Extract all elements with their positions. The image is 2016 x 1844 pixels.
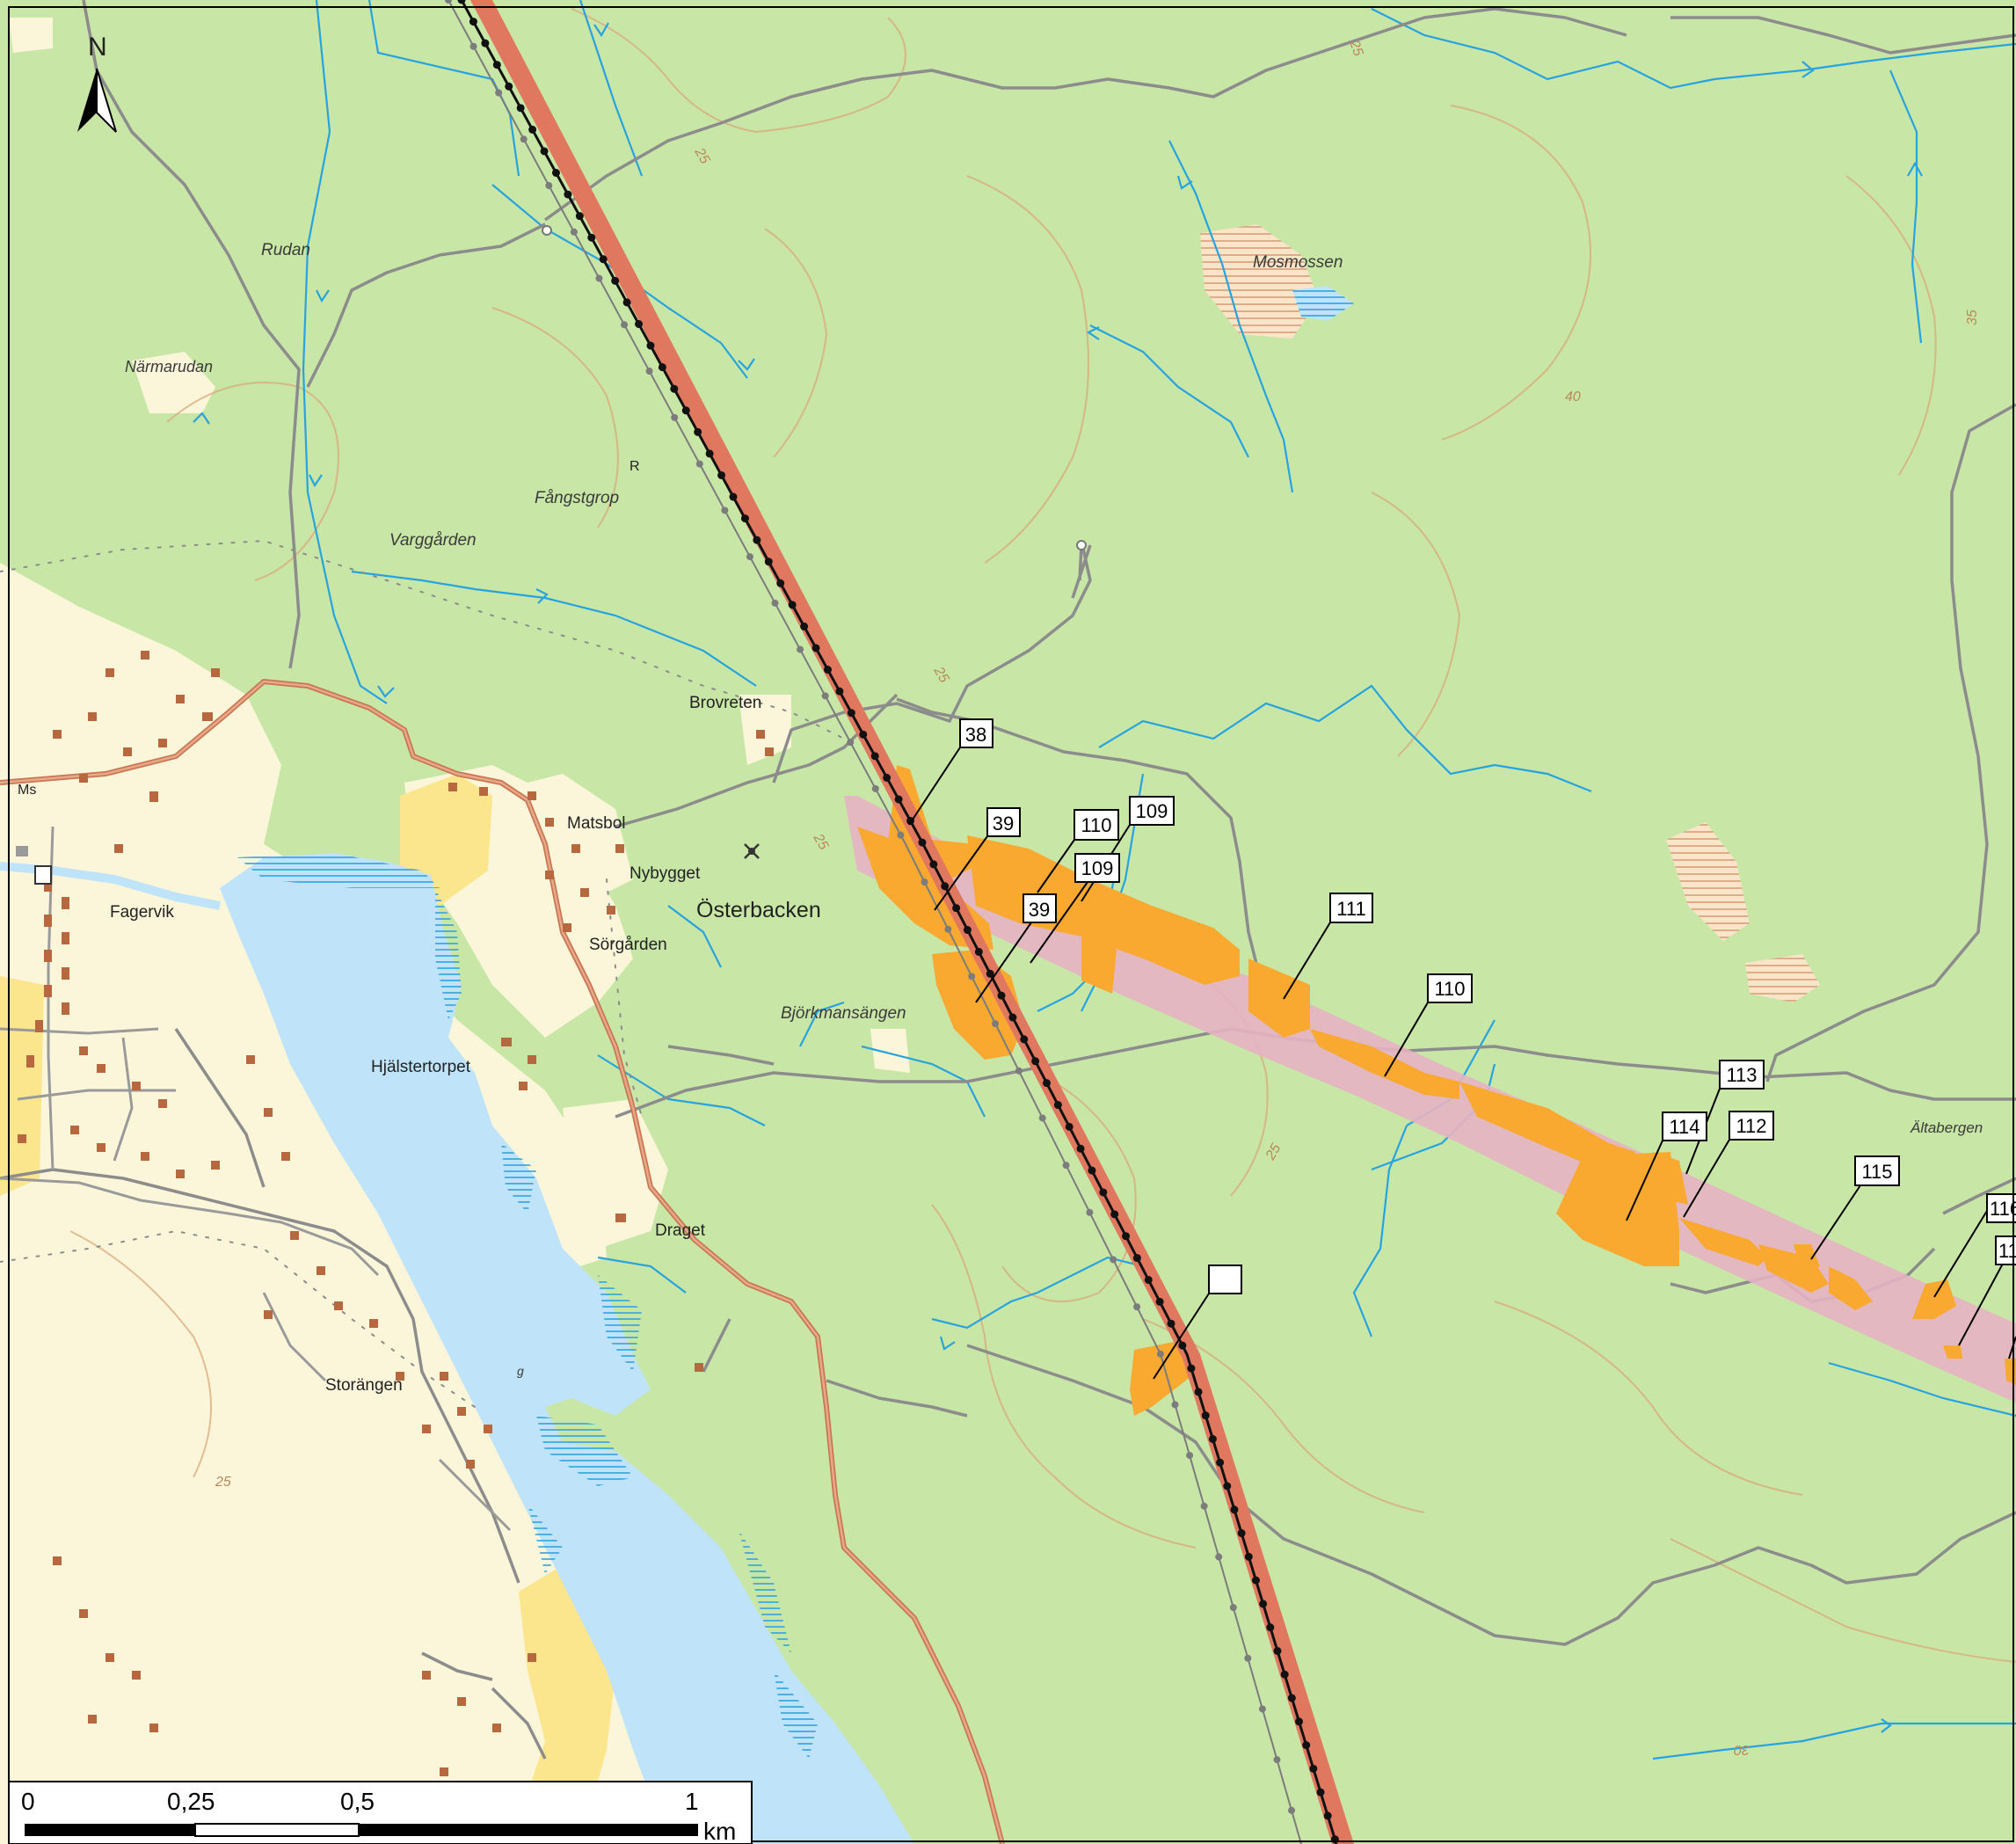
label-hjalstertorpet: Hjälstertorpet	[371, 1058, 471, 1076]
contour-label: 25	[1346, 38, 1365, 59]
local-roads	[0, 0, 2016, 1760]
contour-label: 40	[1565, 390, 1581, 405]
label-ms: Ms	[18, 783, 36, 798]
callout-39: 39	[1029, 899, 1050, 921]
point-symbols	[34, 225, 1087, 885]
label-osterbacken: Österbacken	[696, 898, 821, 922]
callout-116: 116	[1990, 1198, 2016, 1220]
scale-tick-1: 1	[685, 1788, 699, 1815]
scale-bar: 0 0,25 0,5 1 km	[8, 1781, 753, 1844]
label-sorgarden: Sörgården	[589, 936, 667, 954]
callout-109: 109	[1081, 857, 1114, 879]
railway-track	[445, 0, 1341, 1844]
label-nybygget: Nybygget	[630, 864, 701, 883]
lake	[220, 853, 914, 1844]
callout-labels: 38 39 110 109 109 39 111 110 113 114 112…	[965, 724, 2016, 1262]
wet-shore-hatching	[237, 853, 818, 1759]
label-brovreten: Brovreten	[689, 694, 761, 712]
label-r-symbol: R	[630, 459, 640, 474]
label-narmarudan: Närmarudan	[125, 358, 213, 375]
callout-110: 110	[1434, 978, 1465, 1000]
callout-113: 113	[1726, 1064, 1757, 1086]
impact-areas	[857, 765, 2016, 1416]
north-arrow-icon	[77, 69, 97, 132]
open-land-areas	[0, 18, 910, 1844]
map-border	[8, 6, 2014, 1842]
label-fangstgrop: Fångstgrop	[535, 489, 619, 507]
callout-114: 114	[1669, 1116, 1699, 1138]
village-streets	[0, 826, 512, 1532]
callout-11: 11	[1998, 1240, 2016, 1262]
north-label: N	[88, 33, 107, 62]
label-mosmossen: Mosmossen	[1253, 253, 1343, 272]
label-varggarden: Varggården	[389, 531, 477, 550]
label-g-symbol: g	[517, 1364, 524, 1378]
contour-label: 35	[1965, 310, 1980, 325]
callout-39: 39	[993, 813, 1014, 835]
scale-tick-025: 0,25	[167, 1788, 215, 1815]
contour-label: 30	[1734, 1742, 1750, 1757]
label-draget: Draget	[655, 1221, 706, 1240]
callout-111: 111	[1336, 898, 1365, 920]
label-fagervik: Fagervik	[110, 903, 174, 922]
stream-arrows	[193, 22, 1923, 1733]
callout-38: 38	[965, 724, 986, 746]
label-rudan: Rudan	[261, 241, 310, 259]
scale-tick-0: 0	[21, 1788, 35, 1815]
label-storangen: Storängen	[325, 1376, 403, 1395]
callout-109: 109	[1136, 800, 1168, 822]
place-labels: Rudan Närmarudan Fångstgrop Varggården M…	[18, 241, 1983, 1395]
label-matsbol: Matsbol	[567, 814, 626, 833]
scale-tick-05: 0,5	[340, 1788, 375, 1815]
callout-112: 112	[1736, 1115, 1766, 1137]
callout-leaders	[908, 747, 2016, 1380]
mosmossen-pond-hatch	[1292, 286, 1354, 321]
scale-unit: km	[703, 1818, 736, 1844]
callout-115: 115	[1861, 1161, 1892, 1183]
callout-boxes	[959, 718, 2016, 1294]
label-altabergen: Ältabergen	[1910, 1119, 1983, 1136]
label-bjorkmansangen: Björkmansängen	[781, 1004, 906, 1023]
contour-label: 25	[215, 1475, 231, 1490]
callout-110: 110	[1081, 814, 1111, 836]
north-arrow: N	[77, 33, 117, 133]
marsh-areas	[1200, 224, 1820, 1002]
